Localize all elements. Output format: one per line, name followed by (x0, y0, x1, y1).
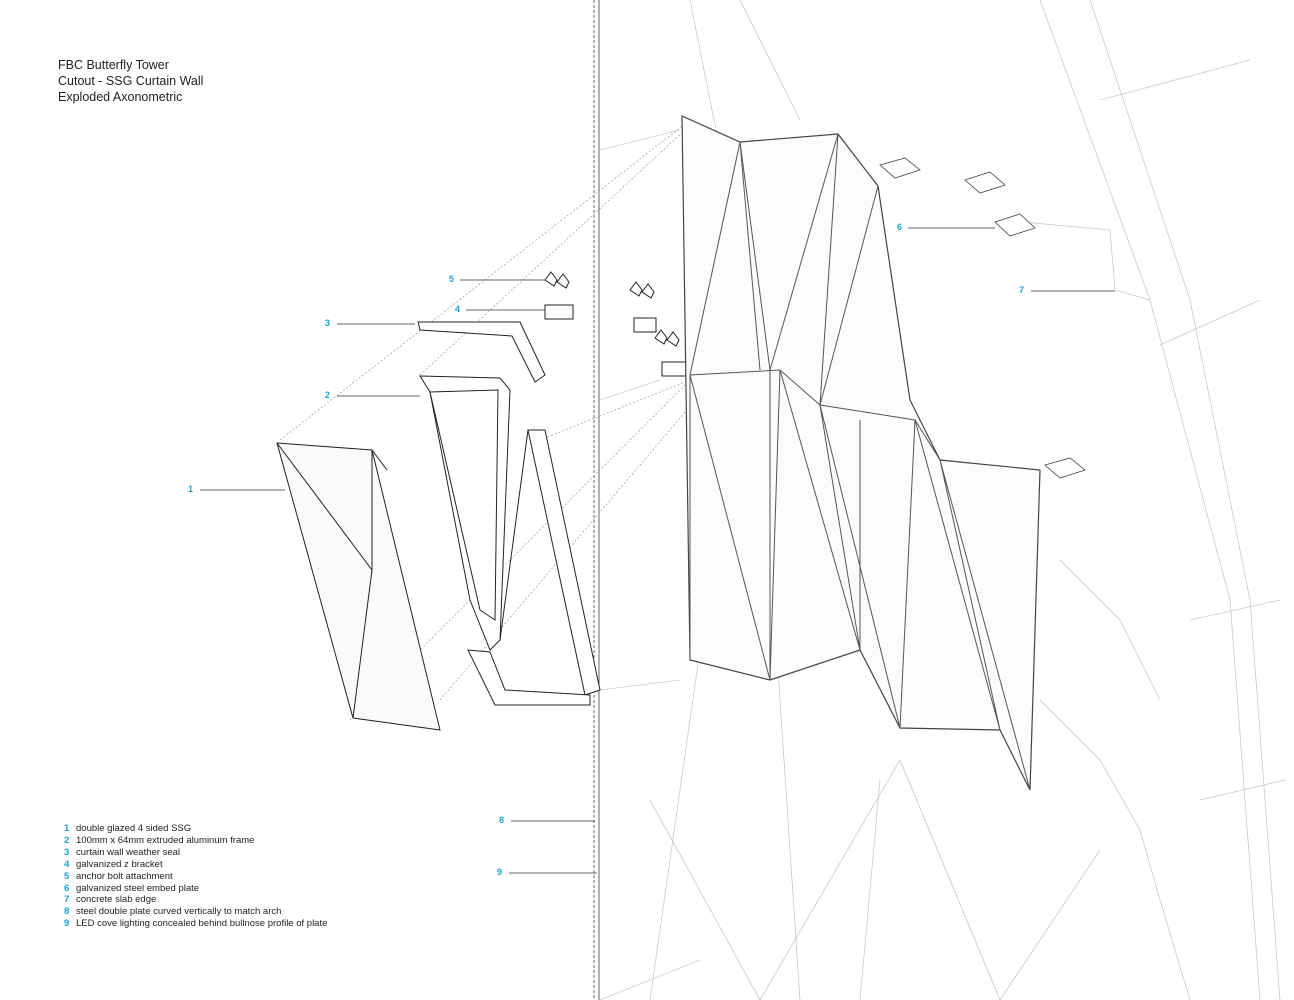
glass-panel-exploded (276, 442, 441, 731)
legend-number: 1 (64, 823, 70, 834)
legend-number: 3 (64, 846, 70, 858)
legend-number: 5 (64, 870, 70, 882)
legend-item: 9 LED cove lighting concealed behind bull… (64, 918, 327, 930)
callout-8: 8 (499, 815, 505, 825)
legend-text: curtain wall weather seal (76, 846, 181, 858)
subtitle-line: Exploded Axonometric (58, 90, 183, 104)
callout-9: 9 (497, 867, 503, 877)
legend-number: 7 (64, 894, 70, 906)
callout-6: 6 (897, 222, 903, 232)
background-facade-lines (599, 0, 1286, 1000)
legend-item: 4 galvanized z bracket (64, 859, 327, 871)
callout-leaders (200, 227, 1115, 874)
drawing-title: FBC Butterfly Tower Cutout - SSG Curtain… (58, 57, 203, 105)
callout-4: 4 (455, 304, 461, 314)
legend-text: double glazed 4 sided SSG (76, 823, 192, 834)
legend-item: 5 anchor bolt attachment (64, 871, 327, 883)
callout-3: 3 (325, 318, 331, 328)
embed-plates (879, 157, 1086, 479)
steel-double-plate (593, 0, 600, 1000)
legend-number: 4 (64, 858, 70, 870)
legend-number: 9 (64, 918, 70, 930)
title-line: FBC Butterfly Tower (58, 58, 169, 72)
legend-number: 8 (64, 906, 70, 918)
aluminum-frame-exploded (417, 271, 689, 706)
legend-item: 2 100mm x 64mm extruded aluminum frame (64, 835, 327, 847)
legend-item: 7 concrete slab edge (64, 894, 327, 906)
legend-item: 6 galvanized steel embed plate (64, 883, 327, 895)
legend-item: 1 double glazed 4 sided SSG (64, 823, 327, 835)
legend-number: 2 (64, 834, 70, 846)
legend-text: anchor bolt attachment (76, 870, 173, 882)
subtitle-line: Cutout - SSG Curtain Wall (58, 74, 204, 88)
callout-7: 7 (1019, 285, 1025, 295)
legend-text: concrete slab edge (76, 894, 157, 906)
legend-text: LED cove lighting concealed behind bulln… (76, 918, 328, 930)
callout-1: 1 (188, 484, 194, 494)
legend-text: galvanized z bracket (76, 858, 163, 870)
curtain-wall-assembly (681, 115, 1041, 791)
legend-text: steel double plate curved vertically to … (76, 906, 282, 918)
callout-5: 5 (449, 274, 455, 284)
legend-number: 6 (64, 882, 70, 894)
legend: 1 double glazed 4 sided SSG 2 100mm x 64mm… (64, 823, 327, 930)
legend-item: 8 steel double plate curved vertically to… (64, 906, 327, 918)
legend-text: 100mm x 64mm extruded aluminum frame (76, 834, 255, 846)
legend-text: galvanized steel embed plate (76, 882, 200, 894)
legend-item: 3 curtain wall weather seal (64, 847, 327, 859)
callout-2: 2 (325, 390, 331, 400)
